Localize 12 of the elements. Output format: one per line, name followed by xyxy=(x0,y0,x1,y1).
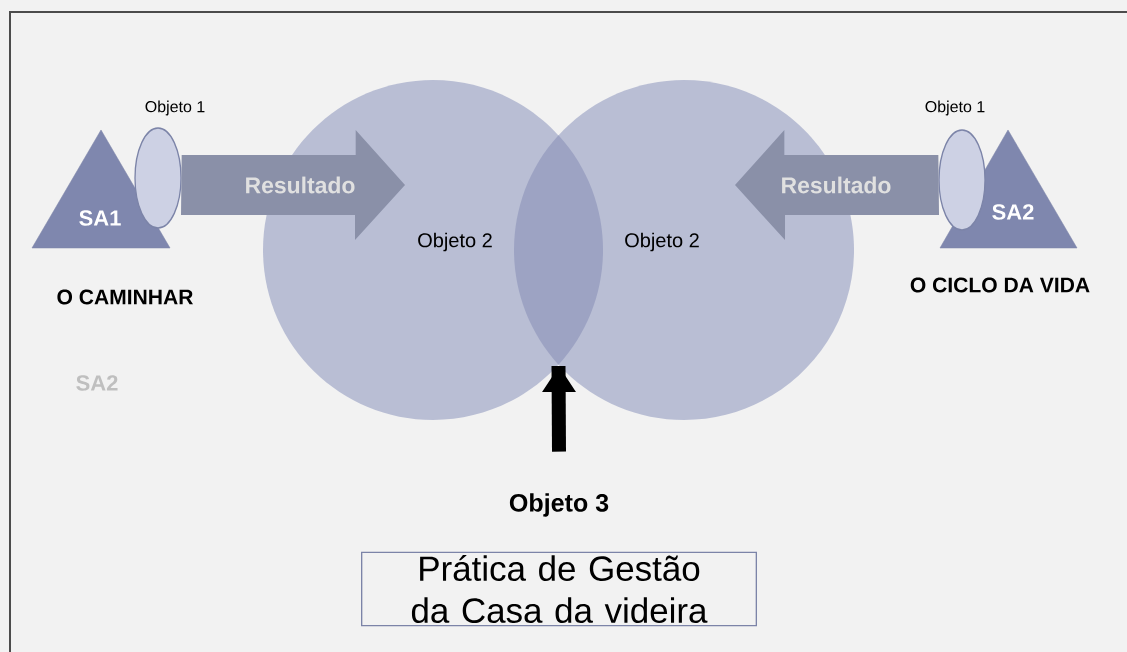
block-arrow xyxy=(181,130,405,240)
overlap-region xyxy=(514,135,603,365)
text-box: Objeto 3 Prática de Gestão da Casa da videira xyxy=(361,493,757,627)
block-arrow xyxy=(735,130,939,240)
group-title: O CICLO DA VIDA xyxy=(910,277,1090,293)
triangle: SA1 xyxy=(31,129,171,249)
object-label: Objeto 1 xyxy=(925,100,985,116)
ellipse xyxy=(938,129,986,231)
ellipse xyxy=(134,127,182,229)
object-label: Objeto 1 xyxy=(145,100,205,116)
group-title: O CAMINHAR xyxy=(57,289,193,305)
node-label: Objeto 3 xyxy=(509,493,609,517)
